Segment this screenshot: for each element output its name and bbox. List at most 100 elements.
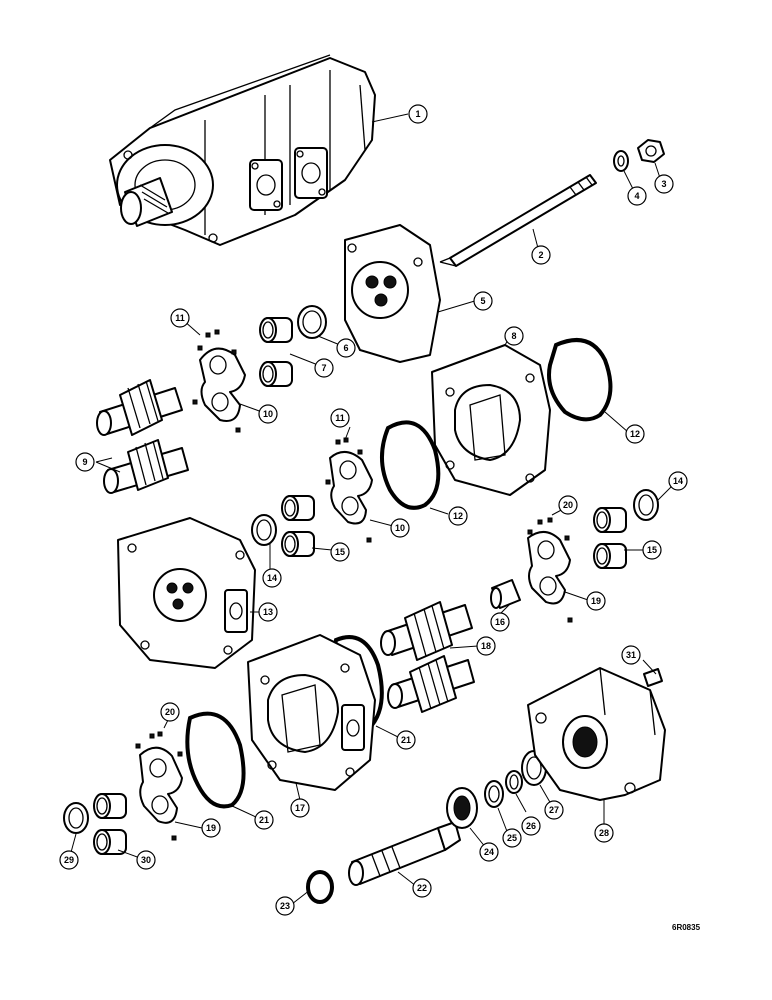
callout-13: 13 [258,602,278,622]
end-cover [344,224,441,363]
callout-12-lower-label: 12 [453,511,463,521]
callout-17: 17 [290,798,310,818]
callout-20-right: 20 [558,495,578,515]
callout-13-label: 13 [263,607,273,617]
ball-bearing-24 [446,787,478,829]
callout-2: 2 [531,245,551,265]
callout-24-label: 24 [484,847,494,857]
wear-plate-10-middle [325,437,373,543]
gear-18-bottom [387,655,475,713]
callout-1: 1 [408,104,428,124]
plug-screw-31 [643,668,663,687]
callout-11-middle-label: 11 [335,413,345,423]
callout-21-right-label: 21 [401,735,411,745]
callout-11-middle: 11 [330,408,350,428]
callout-20-left: 20 [160,702,180,722]
callout-25: 25 [502,828,522,848]
callout-18-label: 18 [481,641,491,651]
drawing-reference-number: 6R0835 [672,923,701,932]
callout-8: 8 [504,326,524,346]
wear-plate-10-upper [192,329,246,433]
drive-gear-9-bottom [103,439,189,494]
callout-7-label: 7 [321,363,326,373]
callout-6-label: 6 [343,343,348,353]
seal-25 [484,780,504,808]
wear-plate-19-left [135,731,183,841]
callout-19-right-label: 19 [591,596,601,606]
needle-bearing-30-bottom [93,829,127,855]
callout-26-label: 26 [526,821,536,831]
callout-23-label: 23 [280,901,290,911]
callout-9-label: 9 [82,457,87,467]
gear-housing-8 [431,344,551,496]
callout-4: 4 [627,186,647,206]
snap-ring-23 [306,870,334,904]
seal-26 [505,770,523,794]
seal-ring-29 [63,802,89,834]
callout-1-label: 1 [415,109,420,119]
tie-bolt [439,174,597,267]
callout-31-label: 31 [626,650,636,660]
callout-24: 24 [479,842,499,862]
washer [613,150,629,172]
callout-2-label: 2 [538,250,543,260]
callout-14-right-label: 14 [673,476,683,486]
callout-19-right: 19 [586,591,606,611]
callout-27-label: 27 [549,805,559,815]
callout-19-left: 19 [201,818,221,838]
callout-25-label: 25 [507,833,517,843]
callout-12-upper-label: 12 [630,429,640,439]
callout-14-left-label: 14 [267,573,277,583]
callout-20-right-label: 20 [563,500,573,510]
drive-shaft-22 [348,821,461,886]
callout-11-upper-label: 11 [175,313,185,323]
callout-30-label: 30 [141,855,151,865]
callout-10-middle-label: 10 [395,523,405,533]
callout-22: 22 [412,878,432,898]
callout-22-label: 22 [417,883,427,893]
gear-housing-17 [247,634,376,791]
callout-30: 30 [136,850,156,870]
needle-bearing-15-left-top [281,495,315,521]
callout-15-right-label: 15 [647,545,657,555]
needle-bearing-30-top [93,793,127,819]
callout-4-label: 4 [634,191,639,201]
pump-assembly [109,54,376,246]
needle-bearing-7-top [259,317,293,343]
callout-21-left: 21 [254,810,274,830]
callout-23: 23 [275,896,295,916]
gear-18-top [380,601,473,661]
callout-15-right: 15 [642,540,662,560]
callout-12-lower: 12 [448,506,468,526]
callout-21-right: 21 [396,730,416,750]
hex-nut [637,139,665,163]
needle-bearing-15-left-bottom [281,531,315,557]
seal-ring-14-right [633,489,659,521]
callout-14-right: 14 [668,471,688,491]
callout-3: 3 [654,174,674,194]
callout-15-left-label: 15 [335,547,345,557]
callout-7: 7 [314,358,334,378]
callout-10-middle: 10 [390,518,410,538]
callout-20-left-label: 20 [165,707,175,717]
callout-21-left-label: 21 [259,815,269,825]
callout-5-label: 5 [480,296,485,306]
callout-26: 26 [521,816,541,836]
callout-10-upper: 10 [258,404,278,424]
seal-ring-12-lower [379,420,441,510]
seal-ring-12-upper [547,338,613,422]
shaft-coupling-16 [490,579,521,609]
seal-ring-14-left [251,514,277,546]
center-section-13 [117,517,256,669]
callout-3-label: 3 [661,179,666,189]
needle-bearing-15-right-top [593,507,627,533]
callout-11-upper: 11 [170,308,190,328]
callout-31: 31 [621,645,641,665]
callout-28-label: 28 [599,828,609,838]
callout-17-label: 17 [295,803,305,813]
callout-10-upper-label: 10 [263,409,273,419]
wear-plate-19-right [527,517,573,623]
callout-8-label: 8 [511,331,516,341]
drive-gear-9-top [96,379,183,436]
